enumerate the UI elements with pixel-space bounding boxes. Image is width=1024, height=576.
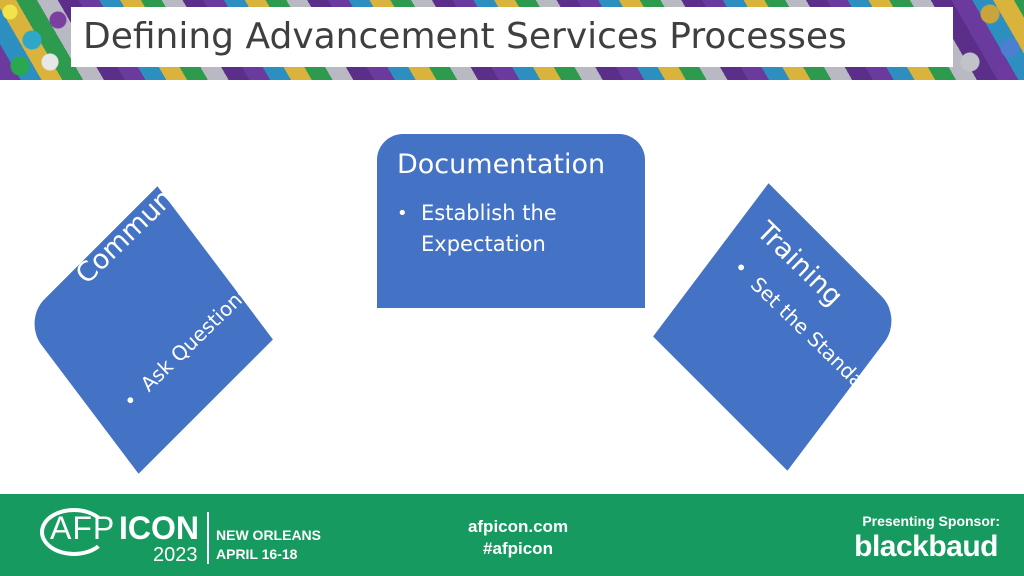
logo-dates: APRIL 16-18 — [216, 546, 298, 562]
sponsor-label: Presenting Sponsor: — [862, 513, 1000, 529]
logo-afp-text: AFP — [50, 510, 116, 546]
logo-year: 2023 — [153, 544, 198, 566]
title-box: Defining Advancement Services Processes — [71, 7, 953, 67]
logo-ring-icon — [40, 508, 108, 556]
documentation-title: Documentation — [397, 149, 606, 180]
footer-bar: AFP ICON 2023 NEW ORLEANS APRIL 16-18 af… — [0, 494, 1024, 576]
bullet-icon: • — [397, 203, 408, 224]
afp-icon-logo: AFP ICON 2023 NEW ORLEANS APRIL 16-18 — [40, 506, 330, 568]
documentation-bullet: • Establish the Expectation — [397, 198, 637, 260]
footer-hashtag: #afpicon — [483, 539, 553, 558]
footer-links: afpicon.com #afpicon — [440, 516, 596, 560]
sponsor-logo: blackbaud — [854, 530, 998, 563]
documentation-bullet-text: Establish the Expectation — [421, 201, 557, 256]
header-banner: Defining Advancement Services Processes — [0, 0, 1024, 80]
logo-city: NEW ORLEANS — [216, 527, 321, 543]
logo-divider — [207, 512, 209, 564]
footer-website: afpicon.com — [467, 517, 569, 536]
logo-icon-text: ICON — [119, 510, 199, 546]
slide-title: Defining Advancement Services Processes — [83, 16, 847, 57]
documentation-card: Documentation • Establish the Expectatio… — [377, 134, 645, 308]
